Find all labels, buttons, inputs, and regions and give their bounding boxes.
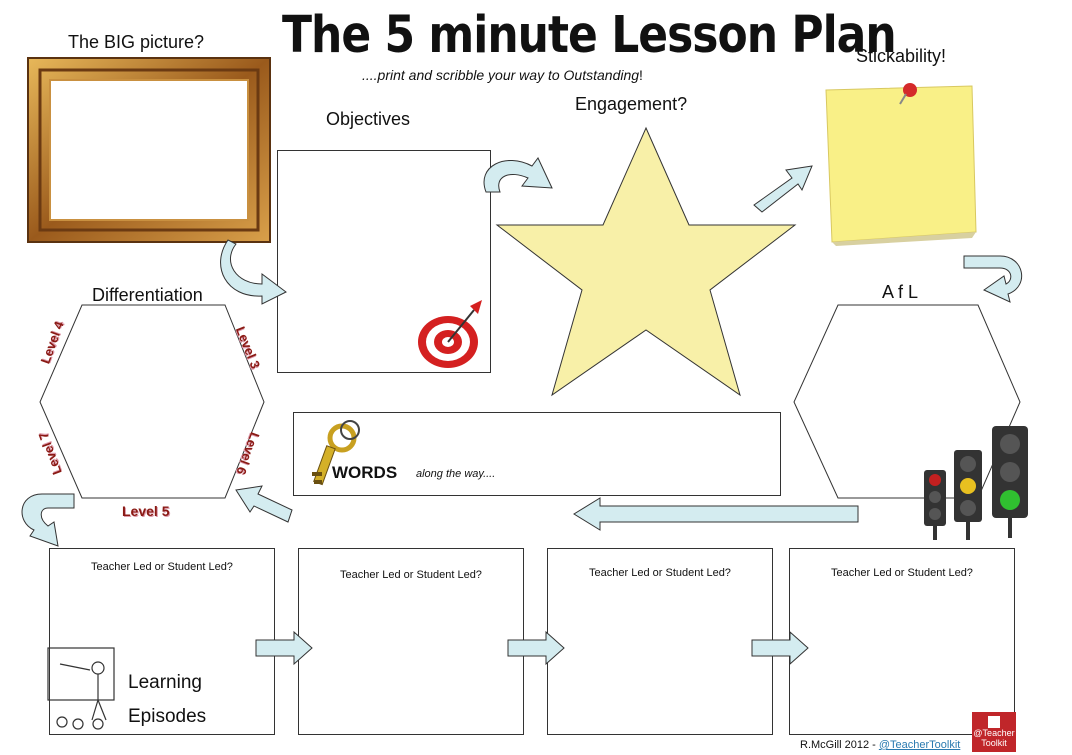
episodes-label: Episodes (128, 706, 207, 727)
stickability-label: Stickability! (856, 46, 947, 66)
picture-frame (27, 57, 271, 243)
curve-arrow-differentiation (21, 493, 75, 547)
engagement-label: Engagement? (575, 94, 688, 114)
teacher-sketch-icon (47, 647, 115, 730)
afl-hexagon (793, 304, 1021, 499)
badge-text: @Teacher Toolkit (973, 728, 1015, 748)
arrow-to-sticky (753, 165, 813, 213)
teacher-toolkit-link[interactable]: @TeacherToolkit (878, 739, 961, 751)
curve-arrow-objectives (483, 157, 553, 193)
level-5-label: Level 5 (122, 503, 170, 519)
episode-arrow-2 (507, 630, 565, 666)
differentiation-hexagon (39, 304, 265, 499)
learning-label: Learning (128, 672, 202, 693)
episode-arrow-1 (255, 630, 313, 666)
traffic-lights-icon (924, 426, 1028, 540)
footer-credit: R.McGill 2012 - @TeacherToolkit (800, 739, 961, 751)
curve-arrow-frame (220, 239, 287, 305)
curve-arrow-sticky (963, 255, 1023, 303)
page-subtitle: ....print and scribble your way to Outst… (362, 67, 643, 83)
arrow-afl-to-words (573, 497, 859, 531)
afl-label: A f L (882, 282, 919, 302)
objectives-label: Objectives (326, 109, 411, 129)
words-title: WORDS (332, 463, 398, 482)
arrow-to-differentiation (235, 485, 293, 523)
key-icon (312, 420, 360, 486)
words-caption: along the way.... (416, 468, 496, 480)
engagement-star (495, 126, 797, 397)
differentiation-label: Differentiation (92, 285, 203, 305)
target-icon (418, 300, 482, 372)
page-title: The 5 minute Lesson Plan (282, 6, 897, 65)
big-picture-label: The BIG picture? (68, 32, 205, 52)
sticky-note (825, 83, 977, 246)
episode-arrow-3 (751, 630, 809, 666)
